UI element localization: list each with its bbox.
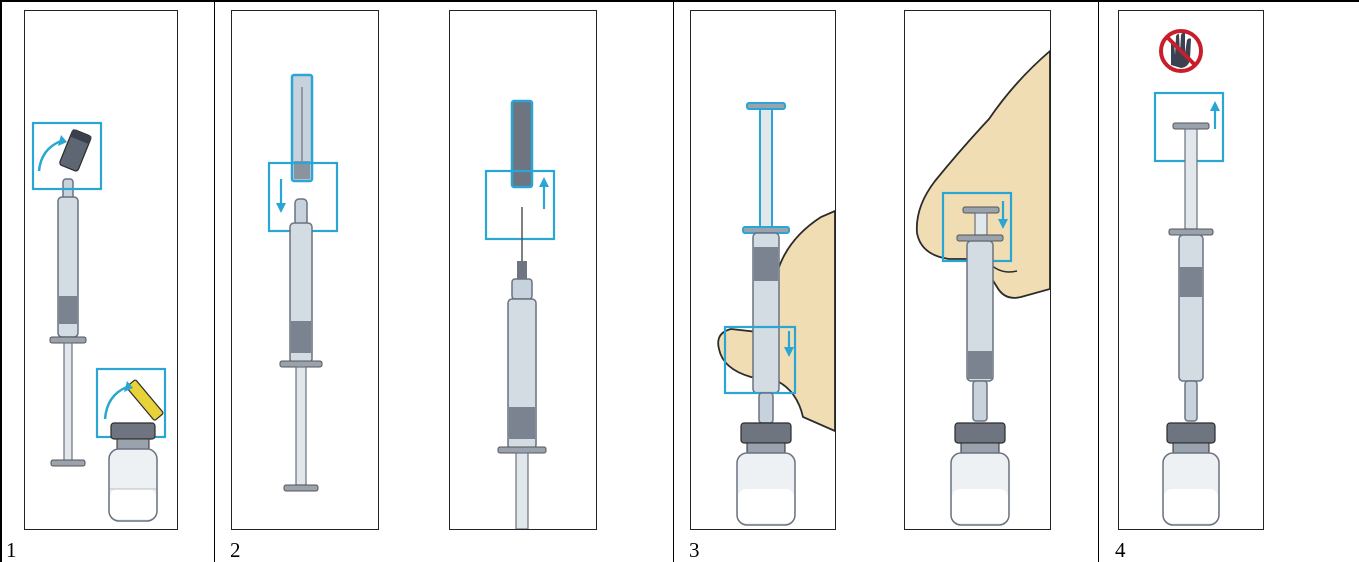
step4-svg [1119,11,1263,529]
column-divider-1 [214,0,215,562]
step3b-illustration [904,10,1051,530]
step-number-2: 2 [230,539,241,561]
column-divider-2 [673,0,674,562]
no-touch-hand-icon [1161,31,1201,71]
step4-illustration [1118,10,1264,530]
step3a-svg [691,11,835,529]
step-number-4: 4 [1115,539,1126,561]
step1-svg [25,11,177,529]
table-left-border [0,0,2,562]
step1-illustration [24,10,178,530]
step3a-illustration [690,10,836,530]
step2a-illustration [231,10,379,530]
table-top-border [0,0,1359,2]
cap-removal-arrow-icon [39,141,61,171]
step2a-svg [232,11,378,529]
yellow-cap-icon [126,379,163,420]
step2b-illustration [449,10,597,530]
step1-vial [109,423,157,521]
step-number-3: 3 [689,539,700,561]
step1-syringe [50,179,86,466]
needle-shield-removed [512,101,532,187]
column-divider-3 [1098,0,1099,562]
step-number-1: 1 [6,539,17,561]
step2b-svg [450,11,596,529]
grey-cap-icon [59,129,92,172]
step3b-svg [905,11,1050,529]
yellow-cap-arrow-icon [105,387,127,419]
